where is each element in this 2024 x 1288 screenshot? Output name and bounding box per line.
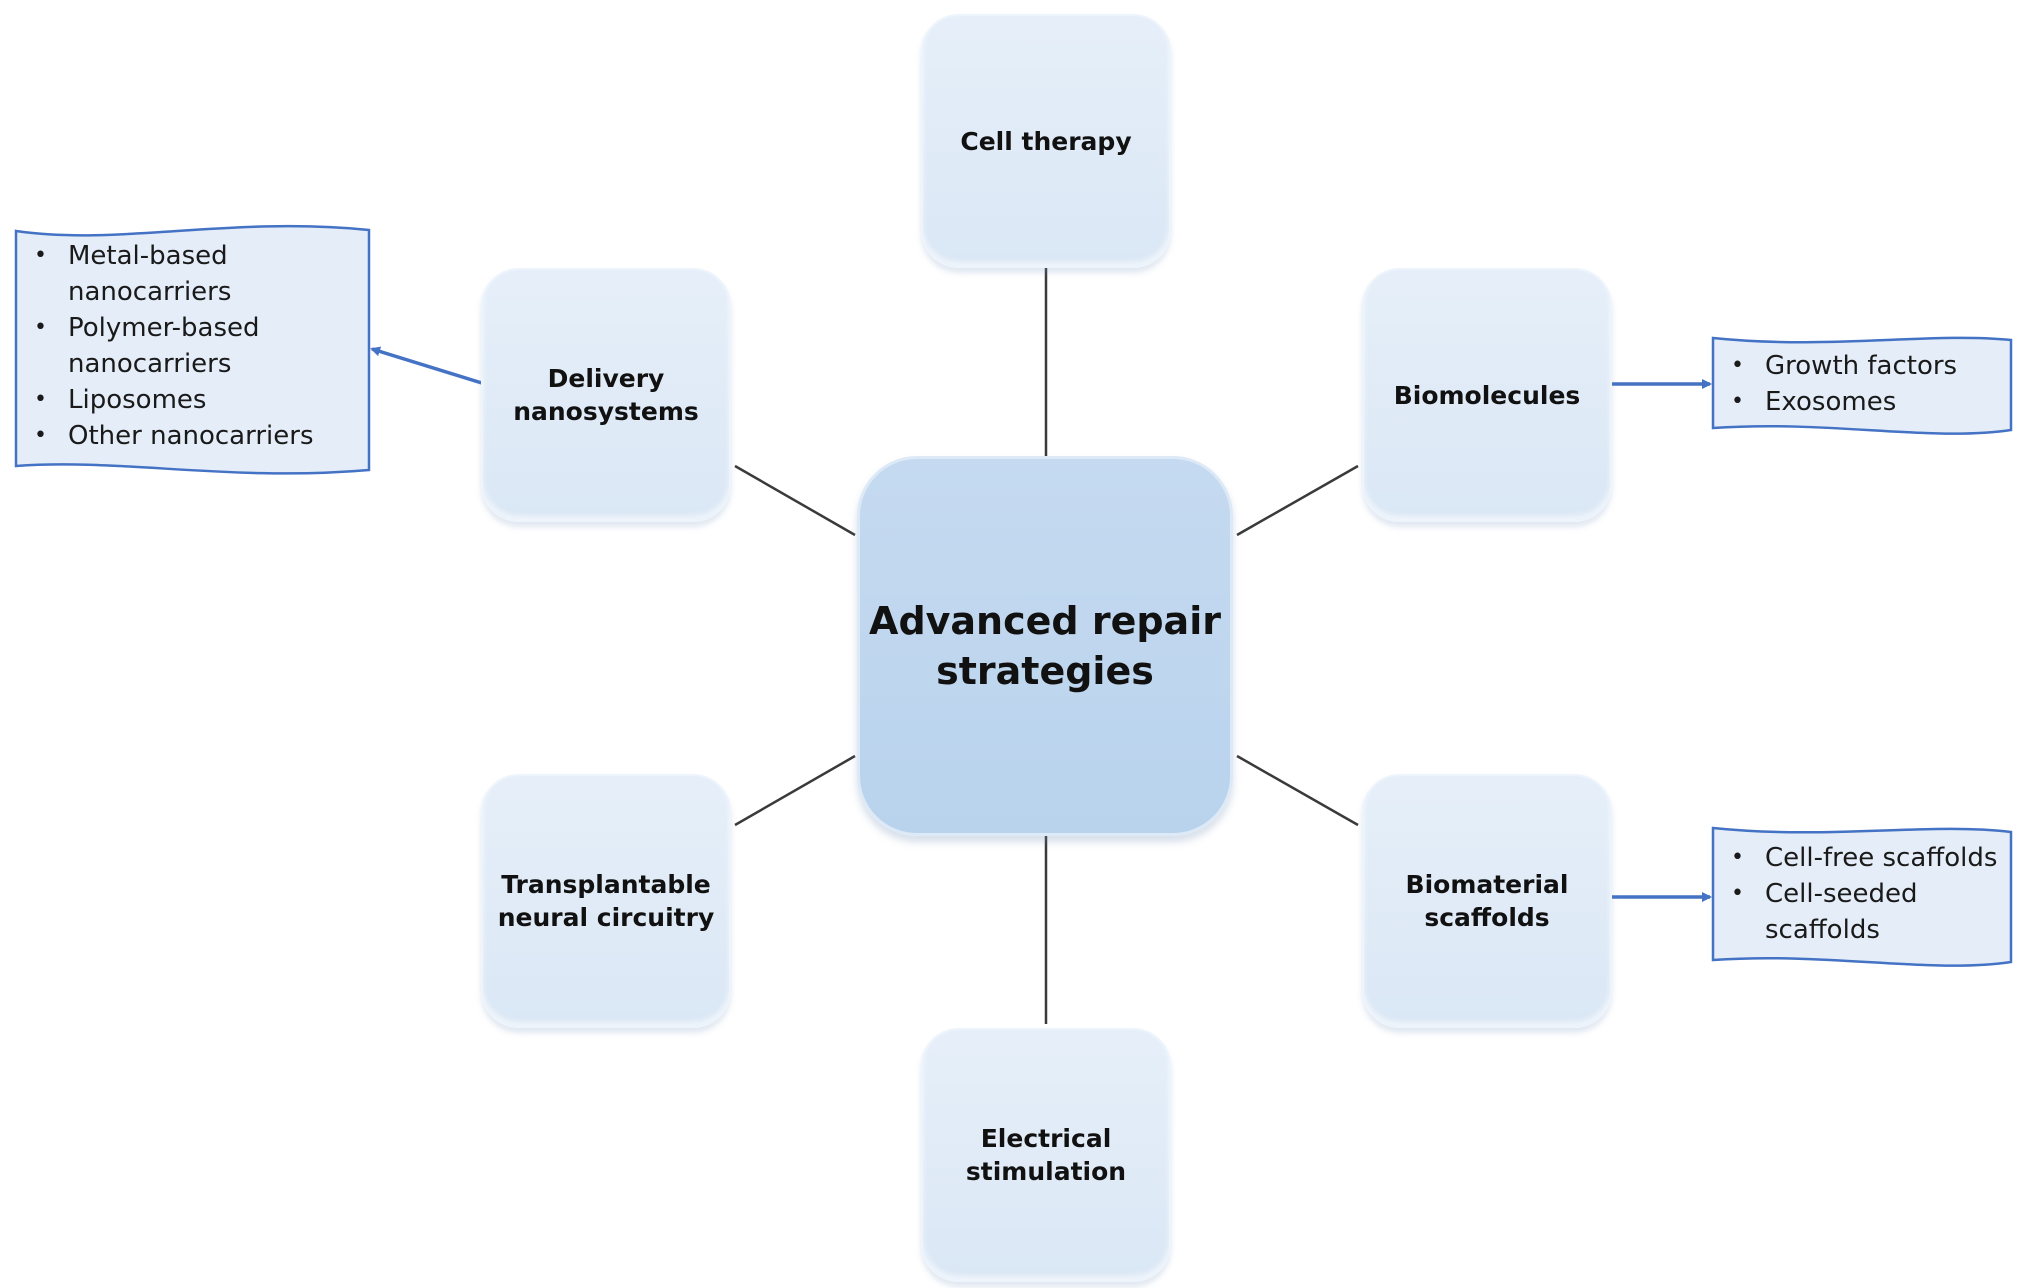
callout-item: Liposomes [16, 382, 356, 418]
center-node: Advanced repair strategies [857, 456, 1233, 836]
connector-biomaterial-scaffolds [1236, 754, 1359, 827]
callout-item: Growth factors [1713, 348, 2005, 384]
callout-item: Polymer-based nanocarriers [16, 310, 356, 382]
node-biomolecules: Biomolecules [1362, 268, 1612, 522]
callout-biomolecules: Growth factors Exosomes [1713, 348, 2005, 420]
node-biomaterial-scaffolds: Biomaterial scaffolds [1362, 774, 1612, 1028]
arrow-delivery-nanosystems-callout [370, 346, 486, 386]
node-biomaterial-scaffolds-label: Biomaterial scaffolds [1405, 870, 1569, 932]
center-node-label: Advanced repair strategies [869, 599, 1221, 693]
node-electrical-stimulation-label: Electrical stimulation [965, 1124, 1127, 1186]
node-delivery-nanosystems: Delivery nanosystems [481, 268, 731, 522]
callout-item: Metal-based nanocarriers [16, 238, 356, 310]
callout-item: Cell-seeded scaffolds [1713, 876, 2005, 948]
callout-delivery-nanosystems: Metal-based nanocarriers Polymer-based n… [16, 238, 356, 454]
callout-item: Other nanocarriers [16, 418, 356, 454]
callout-biomaterial-scaffolds: Cell-free scaffolds Cell-seeded scaffold… [1713, 840, 2005, 948]
connector-biomolecules [1236, 464, 1359, 537]
node-delivery-nanosystems-label: Delivery nanosystems [513, 364, 699, 426]
node-electrical-stimulation: Electrical stimulation [921, 1028, 1171, 1282]
node-cell-therapy: Cell therapy [921, 14, 1171, 268]
node-cell-therapy-label: Cell therapy [960, 126, 1132, 156]
callout-item: Exosomes [1713, 384, 2005, 420]
connector-transplantable-neural-circuitry [734, 754, 856, 827]
callout-item: Cell-free scaffolds [1713, 840, 2005, 876]
connector-delivery-nanosystems [734, 464, 856, 537]
node-transplantable-neural-circuitry: Transplantable neural circuitry [481, 774, 731, 1028]
node-transplantable-neural-circuitry-label: Transplantable neural circuitry [497, 870, 715, 932]
node-biomolecules-label: Biomolecules [1393, 380, 1581, 410]
